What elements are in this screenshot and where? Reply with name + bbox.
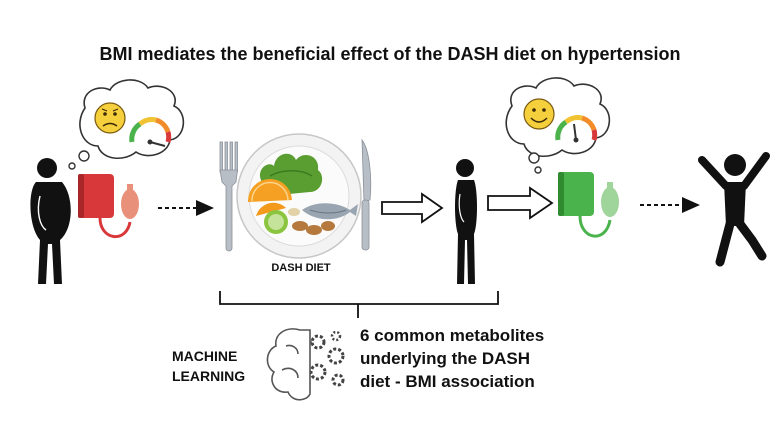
lime-slice-icon: [264, 210, 288, 234]
machine-learning-label: MACHINE LEARNING: [172, 346, 264, 386]
blood-pressure-monitor-normal: [558, 172, 619, 238]
metabolites-line-2: underlying the DASH: [360, 349, 531, 368]
metabolites-line-1: 6 common metabolites: [360, 326, 545, 345]
happy-face-icon: [523, 98, 555, 130]
brain-gears-icon: [266, 328, 345, 401]
cheering-person-icon: [698, 152, 770, 267]
hollow-arrow-2: [487, 186, 554, 220]
orange-slice-icon: [247, 178, 292, 216]
machine-learning-line-2: LEARNING: [172, 368, 246, 384]
machine-learning-line-1: MACHINE: [172, 348, 238, 364]
obese-person-icon: [30, 158, 71, 284]
nuts-icon: [288, 208, 335, 235]
fork-icon: [219, 141, 238, 252]
slim-person-icon: [455, 159, 477, 284]
fish-icon: [302, 203, 358, 220]
metabolites-line-3: diet - BMI association: [360, 372, 535, 391]
gauge-normal-icon: [555, 115, 598, 143]
blood-pressure-monitor-high: [78, 174, 139, 239]
grouping-bracket: [219, 291, 499, 318]
sad-face-icon: [94, 102, 126, 134]
knife-icon: [361, 138, 372, 251]
hollow-arrow-1: [381, 192, 444, 224]
dash-diet-label: DASH DIET: [271, 262, 331, 274]
metabolites-label: 6 common metabolites underlying the DASH…: [360, 324, 620, 393]
gauge-high-icon: [129, 117, 172, 147]
thought-bubble-sad: [68, 79, 185, 170]
dinner-plate: [236, 133, 362, 259]
diagram-title: BMI mediates the beneficial effect of th…: [99, 44, 681, 64]
thought-bubble-happy: [505, 77, 611, 174]
